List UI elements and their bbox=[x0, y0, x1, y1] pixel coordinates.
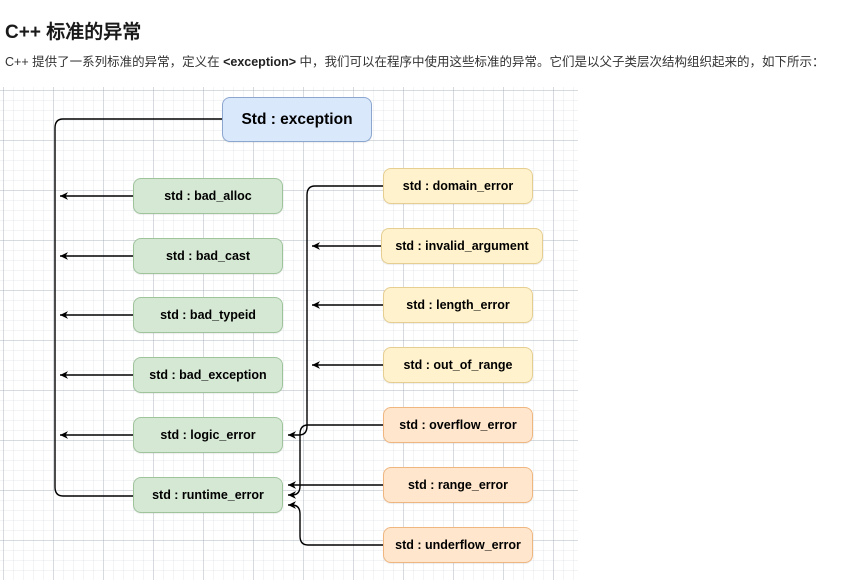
node-std-out-of-range[interactable]: std : out_of_range bbox=[383, 347, 533, 383]
page-title: C++ 标准的异常 bbox=[5, 21, 142, 43]
node-std-runtime-error[interactable]: std : runtime_error bbox=[133, 477, 283, 513]
node-std-bad-alloc[interactable]: std : bad_alloc bbox=[133, 178, 283, 214]
node-std-logic-error[interactable]: std : logic_error bbox=[133, 417, 283, 453]
paragraph-text-post: 中，我们可以在程序中使用这些标准的异常。它们是以父子类层次结构组织起来的，如下所… bbox=[296, 54, 825, 69]
edge-overflow-error bbox=[288, 424, 383, 499]
node-std-exception[interactable]: Std : exception bbox=[222, 97, 372, 142]
inline-code-exception: <exception> bbox=[223, 54, 297, 69]
node-std-underflow-error[interactable]: std : underflow_error bbox=[383, 527, 533, 563]
edge-underflow-error bbox=[288, 501, 383, 546]
node-std-length-error[interactable]: std : length_error bbox=[383, 287, 533, 323]
node-std-overflow-error[interactable]: std : overflow_error bbox=[383, 407, 533, 443]
node-std-bad-exception[interactable]: std : bad_exception bbox=[133, 357, 283, 393]
node-std-domain-error[interactable]: std : domain_error bbox=[383, 168, 533, 204]
exception-hierarchy-diagram: Std : exception std : bad_alloc std : ba… bbox=[0, 87, 578, 580]
node-std-bad-cast[interactable]: std : bad_cast bbox=[133, 238, 283, 274]
node-std-invalid-argument[interactable]: std : invalid_argument bbox=[381, 228, 543, 264]
paragraph-text-pre: C++ 提供了一系列标准的异常，定义在 bbox=[5, 54, 224, 69]
edge-logic-trunk bbox=[288, 185, 383, 439]
diagram-edges bbox=[54, 118, 383, 546]
intro-paragraph: C++ 提供了一系列标准的异常，定义在 <exception> 中，我们可以在程… bbox=[5, 52, 840, 73]
node-std-bad-typeid[interactable]: std : bad_typeid bbox=[133, 297, 283, 333]
edge-root-trunk bbox=[54, 118, 222, 497]
node-std-range-error[interactable]: std : range_error bbox=[383, 467, 533, 503]
